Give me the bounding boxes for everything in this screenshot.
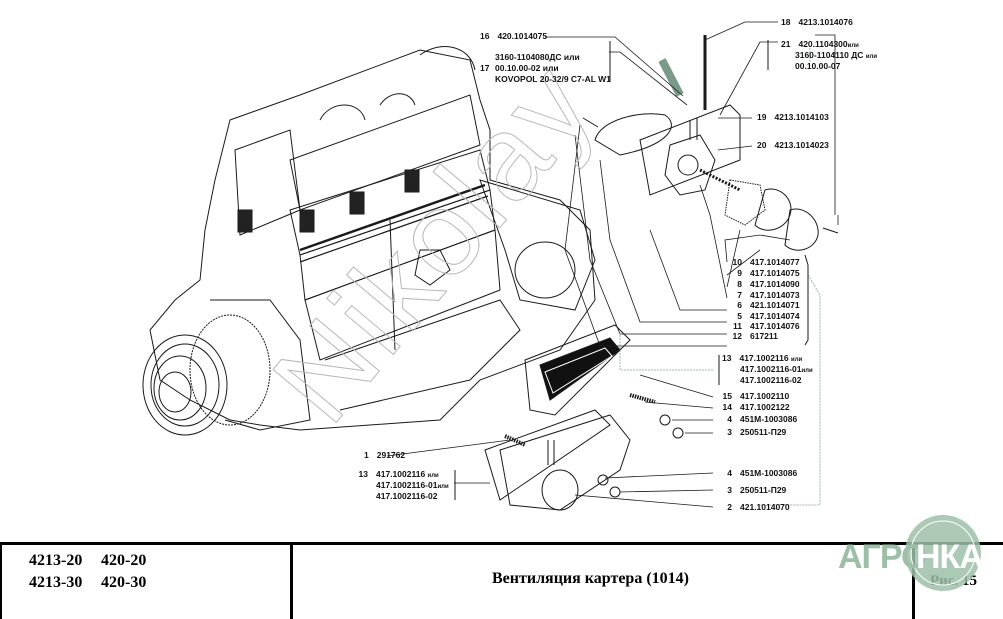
- breather-assembly-upper: [582, 35, 839, 251]
- callout-17-line1: 3160-1104080ДС или: [495, 52, 580, 62]
- agronka-logo: АГРО НКА: [838, 515, 984, 591]
- title-divider: [912, 545, 915, 619]
- callout-17-num: 17: [480, 63, 490, 73]
- callout-13-lower-line2: 417.1002116-01или: [376, 480, 449, 490]
- crankshaft-pulley: [142, 299, 311, 436]
- breather-assembly-lower: [484, 324, 684, 511]
- drawing-title: Вентиляция картера (1014): [492, 570, 689, 587]
- callout-13-upper-line3: 417.1002116-02: [740, 375, 802, 385]
- logo-text-right: НКА: [916, 538, 983, 576]
- leader-lines: [386, 21, 839, 508]
- engine-block: [149, 46, 596, 431]
- callout-13-lower-line3: 417.1002116-02: [376, 491, 438, 501]
- callout-13-upper-line2: 417.1002116-01или: [740, 364, 813, 374]
- logo-text-left: АГРО: [838, 538, 927, 576]
- callout-21-line3: 00.10.00-07: [795, 61, 841, 71]
- exploded-view-drawing: Nikolay: [142, 21, 839, 511]
- callout-17-line3: KOVOPOL 20-32/9 C7-AL W1: [495, 74, 611, 84]
- callout-17-line2: 00.10.00-02 или: [495, 63, 559, 73]
- callout-21-line2: 3160-1104110 ДС или: [795, 50, 878, 60]
